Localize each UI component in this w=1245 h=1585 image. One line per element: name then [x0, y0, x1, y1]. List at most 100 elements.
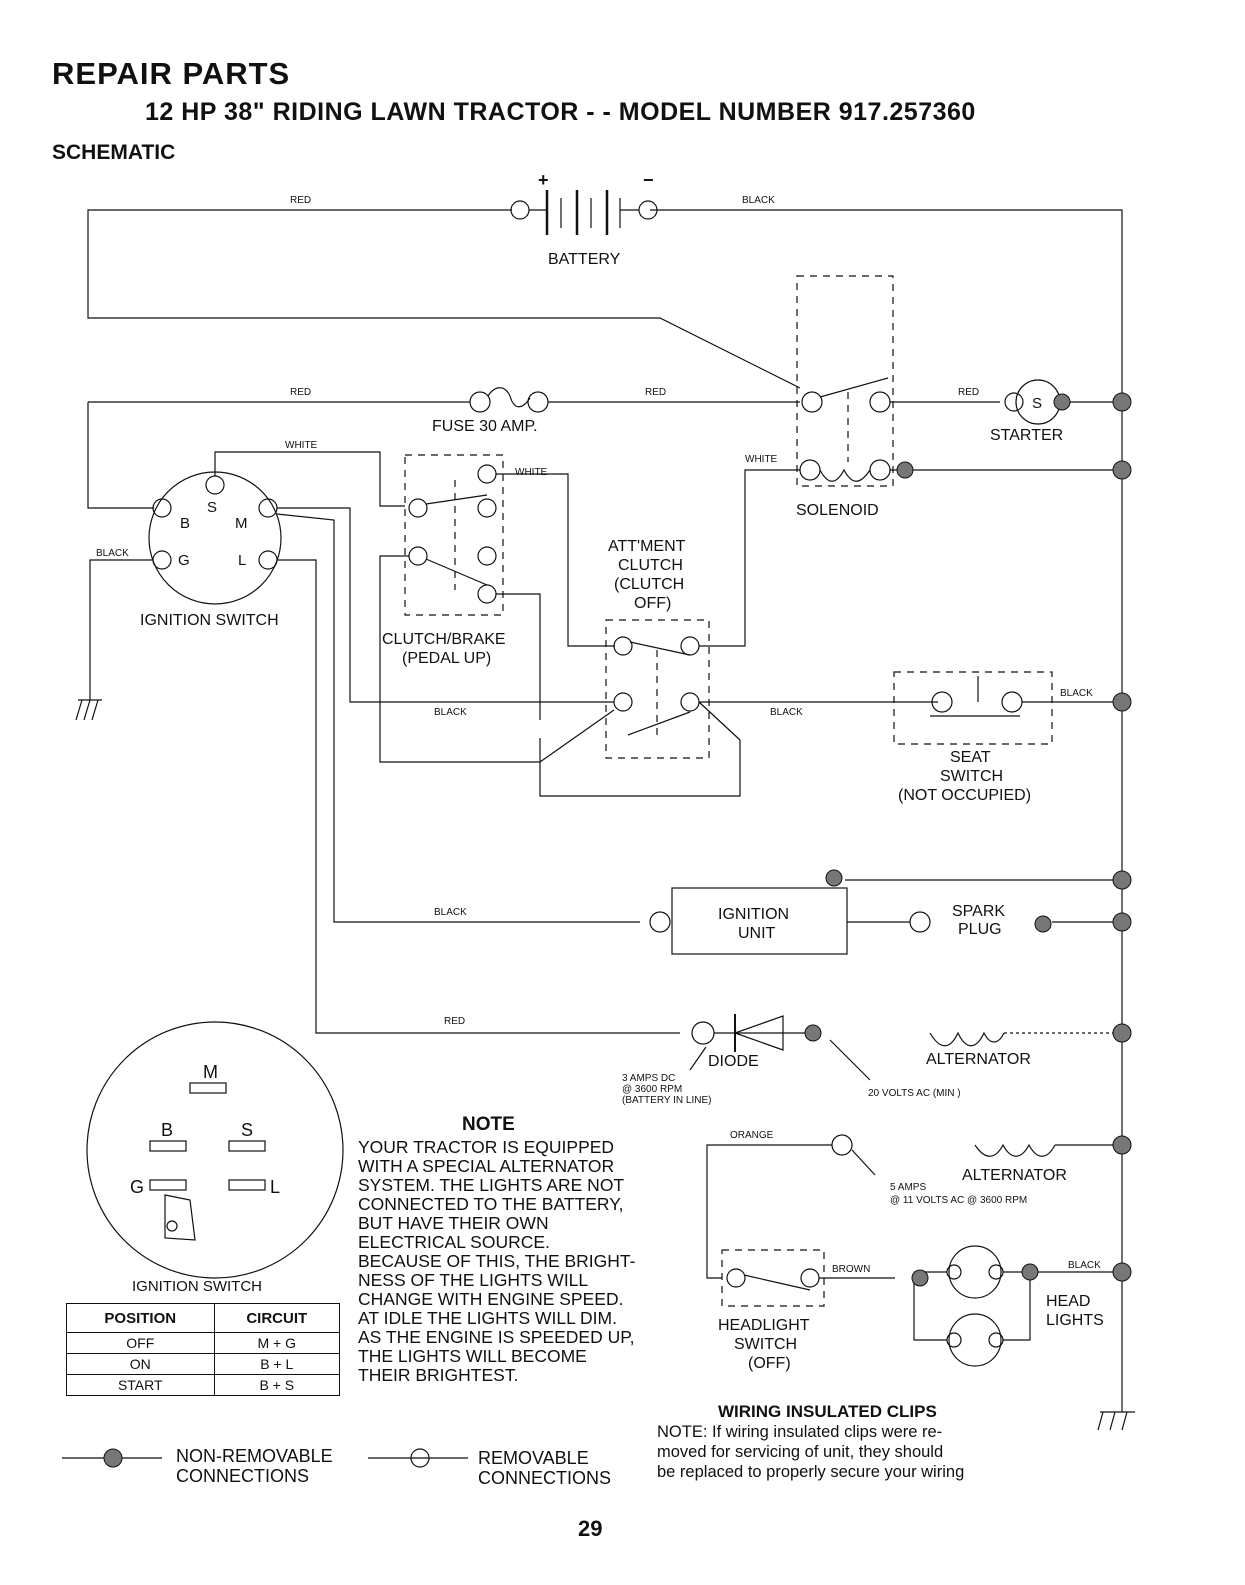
note-line: BECAUSE OF THIS, THE BRIGHT- [358, 1251, 636, 1271]
wire-label-black: BLACK [1060, 688, 1093, 699]
table-row: ON B + L [66, 1353, 341, 1375]
wire-red-battery [87, 209, 801, 389]
table-row: START B + S [66, 1374, 341, 1396]
battery-minus-label: − [643, 170, 654, 190]
wire-label-white: WHITE [745, 454, 778, 465]
battery-plus-label: + [538, 170, 549, 190]
nonremovable-dot [1053, 393, 1071, 411]
wire-label-orange: ORANGE [730, 1130, 774, 1141]
starter-terminal-label: S [1032, 395, 1042, 412]
wire-label-black: BLACK [742, 195, 775, 206]
position-table: POSITION CIRCUIT OFF M + G ON B + L STAR… [66, 1303, 341, 1396]
face-letter-l: L [270, 1177, 280, 1197]
alternator-bottom-label: ALTERNATOR [962, 1167, 1067, 1184]
face-letter-m: M [203, 1062, 218, 1082]
clips-title: WIRING INSULATED CLIPS [718, 1402, 937, 1421]
attment-label-1: ATT'MENT [608, 538, 686, 555]
page-title: REPAIR PARTS [52, 56, 291, 91]
nonremovable-dot [1034, 915, 1052, 933]
spec-amps-2: @ 3600 RPM [622, 1084, 682, 1095]
seat-switch-label-1: SEAT [950, 749, 991, 766]
attment-label-2: CLUTCH [618, 557, 683, 574]
wire-label-red: RED [958, 387, 979, 398]
headlight-switch-label-1: HEADLIGHT [718, 1317, 810, 1334]
ignition-unit-label-2: UNIT [738, 925, 776, 942]
face-letter-g: G [130, 1177, 144, 1197]
note-line: NESS OF THE LIGHTS WILL [358, 1270, 589, 1290]
wire-label-red: RED [645, 387, 666, 398]
wire-label-red: RED [290, 387, 311, 398]
note-line: AT IDLE THE LIGHTS WILL DIM. [358, 1308, 617, 1328]
ign-terminal-g: G [178, 552, 190, 569]
legend-nonremovable-dot [103, 1448, 123, 1468]
wire-label-black: BLACK [770, 707, 803, 718]
clips-line: moved for servicing of unit, they should [657, 1443, 944, 1461]
wire-label-red: RED [290, 195, 311, 206]
legend-removable-2: CONNECTIONS [478, 1468, 612, 1488]
ign-terminal-b: B [180, 515, 190, 532]
battery-label: BATTERY [548, 251, 621, 268]
clips-line: be replaced to properly secure your wiri… [657, 1463, 965, 1481]
headlight-switch-label-2: SWITCH [734, 1336, 797, 1353]
table-cell: B + S [213, 1374, 341, 1396]
nonremovable-dot [896, 461, 914, 479]
table-cell: B + L [213, 1353, 341, 1375]
spec-amps5-1: 5 AMPS [890, 1182, 926, 1193]
wire-label-black: BLACK [1068, 1260, 1101, 1271]
spec-amps-1: 3 AMPS DC [622, 1073, 675, 1084]
headlight-switch-label-3: (OFF) [748, 1355, 791, 1372]
table-cell: M + G [213, 1332, 341, 1354]
nonremovable-dot [1112, 870, 1132, 890]
note-line: WITH A SPECIAL ALTERNATOR [358, 1156, 615, 1176]
table-header: POSITION [66, 1303, 215, 1333]
nonremovable-dot [1112, 460, 1132, 480]
spark-plug-label-2: PLUG [958, 921, 1002, 938]
switch-face-caption: IGNITION SWITCH [132, 1278, 262, 1295]
diode-label: DIODE [708, 1053, 759, 1070]
wire-label-red: RED [444, 1016, 465, 1027]
spec-amps-3: (BATTERY IN LINE) [622, 1095, 711, 1106]
clutch-brake-label-1: CLUTCH/BRAKE [382, 631, 506, 648]
wire-label-white: WHITE [515, 467, 548, 478]
note-title: NOTE [462, 1114, 515, 1135]
spec-amps5-2: @ 11 VOLTS AC @ 3600 RPM [890, 1195, 1027, 1206]
ign-terminal-s: S [207, 499, 217, 516]
model-subtitle: 12 HP 38" RIDING LAWN TRACTOR - - MODEL … [145, 98, 976, 126]
clutch-brake-label-2: (PEDAL UP) [402, 650, 491, 667]
note-line: THEIR BRIGHTEST. [358, 1365, 519, 1385]
ignition-unit-label-1: IGNITION [718, 906, 789, 923]
note-line: AS THE ENGINE IS SPEEDED UP, [358, 1327, 635, 1347]
table-cell: START [66, 1374, 215, 1396]
table-row: OFF M + G [66, 1332, 341, 1354]
nonremovable-dot [1112, 1023, 1132, 1043]
nonremovable-dot [1112, 692, 1132, 712]
legend-nonremovable-2: CONNECTIONS [176, 1466, 310, 1486]
head-lights-label-2: LIGHTS [1046, 1312, 1104, 1329]
note-line: THE LIGHTS WILL BECOME [358, 1346, 587, 1366]
alternator-top-label: ALTERNATOR [926, 1051, 1031, 1068]
legend-nonremovable-1: NON-REMOVABLE [176, 1446, 333, 1466]
wire-label-black: BLACK [434, 907, 467, 918]
note-line: CHANGE WITH ENGINE SPEED. [358, 1289, 624, 1309]
attment-label-4: OFF) [634, 595, 671, 612]
table-cell: ON [66, 1353, 215, 1375]
clips-line: NOTE: If wiring insulated clips were re- [657, 1423, 943, 1441]
section-title: SCHEMATIC [52, 141, 176, 164]
legend-removable-1: REMOVABLE [478, 1448, 589, 1468]
nonremovable-dot [1112, 392, 1132, 412]
starter-label: STARTER [990, 427, 1063, 444]
head-lights-label-1: HEAD [1046, 1293, 1090, 1310]
nonremovable-dot [911, 1269, 929, 1287]
fuse-label: FUSE 30 AMP. [432, 418, 538, 435]
page-number: 29 [578, 1516, 603, 1541]
nonremovable-dot [825, 869, 843, 887]
attment-label-3: (CLUTCH [614, 576, 684, 593]
spec-volts20: 20 VOLTS AC (MIN ) [868, 1088, 961, 1099]
table-cell: OFF [66, 1332, 215, 1354]
face-letter-s: S [241, 1120, 253, 1140]
ign-terminal-l: L [238, 552, 246, 569]
wire-label-brown: BROWN [832, 1264, 870, 1275]
nonremovable-dot [1112, 1262, 1132, 1282]
wire-label-black: BLACK [434, 707, 467, 718]
